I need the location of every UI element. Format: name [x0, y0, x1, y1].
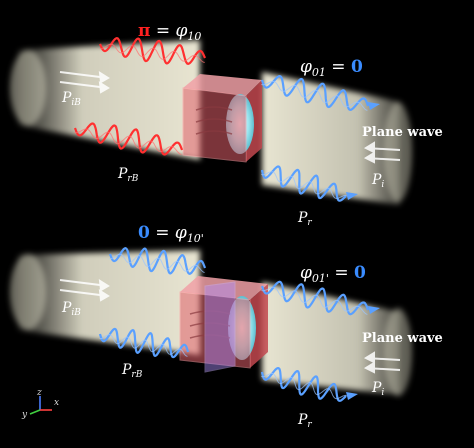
top-label-p-ib: PiB [61, 90, 81, 108]
bottom-eq-left: 0 = φ10' [138, 223, 204, 245]
axis-triad: z y x [21, 388, 59, 420]
bottom-label-plane-wave: Plane wave [362, 331, 443, 346]
bottom-blue-wave-lower-left [98, 327, 190, 359]
top-blue-wave-upper [260, 74, 380, 112]
bottom-label-p-i: Pi [371, 380, 384, 398]
top-label-p-i: Pi [371, 172, 384, 190]
top-red-wave-upper [98, 37, 207, 65]
bottom-left-beam [10, 250, 200, 355]
top-right-arrows [363, 141, 401, 164]
top-cube [182, 74, 262, 163]
bottom-eq-right: φ01' = 0 [300, 263, 366, 285]
top-panel: π = φ10 φ01 = 0 PiB PrB Plane wave Pi Pr [10, 21, 443, 228]
bottom-left-arrows [59, 279, 110, 302]
top-eq-right: φ01 = 0 [300, 57, 363, 79]
bottom-blue-wave-upper-right [260, 280, 380, 316]
y-axis [29, 409, 41, 415]
top-label-plane-wave: Plane wave [362, 125, 443, 140]
top-left-beam [10, 40, 200, 160]
bottom-right-beam [262, 282, 412, 396]
bottom-mirror-plane [204, 281, 236, 373]
top-label-p-r: Pr [297, 210, 312, 228]
bottom-label-p-r: Pr [297, 412, 312, 430]
bottom-cube [179, 276, 268, 373]
top-eq-left: π = φ10 [138, 21, 201, 43]
y-axis-label: y [21, 410, 28, 420]
top-blue-wave-lower [260, 165, 358, 202]
top-label-p-rb: PrB [117, 166, 139, 184]
top-red-wave-lower [73, 122, 184, 156]
bottom-blue-wave-lower-right [260, 366, 358, 402]
bottom-blue-wave-upper-left [108, 247, 207, 275]
z-axis-label: z [36, 388, 42, 398]
bottom-label-p-rb: PrB [121, 362, 143, 380]
top-left-arrows [59, 71, 110, 94]
x-axis-label: x [54, 398, 59, 408]
bottom-right-arrows [363, 351, 401, 374]
bottom-label-p-ib: PiB [61, 300, 81, 318]
bottom-panel: 0 = φ10' φ01' = 0 PiB PrB Plane wave Pi … [10, 223, 443, 430]
